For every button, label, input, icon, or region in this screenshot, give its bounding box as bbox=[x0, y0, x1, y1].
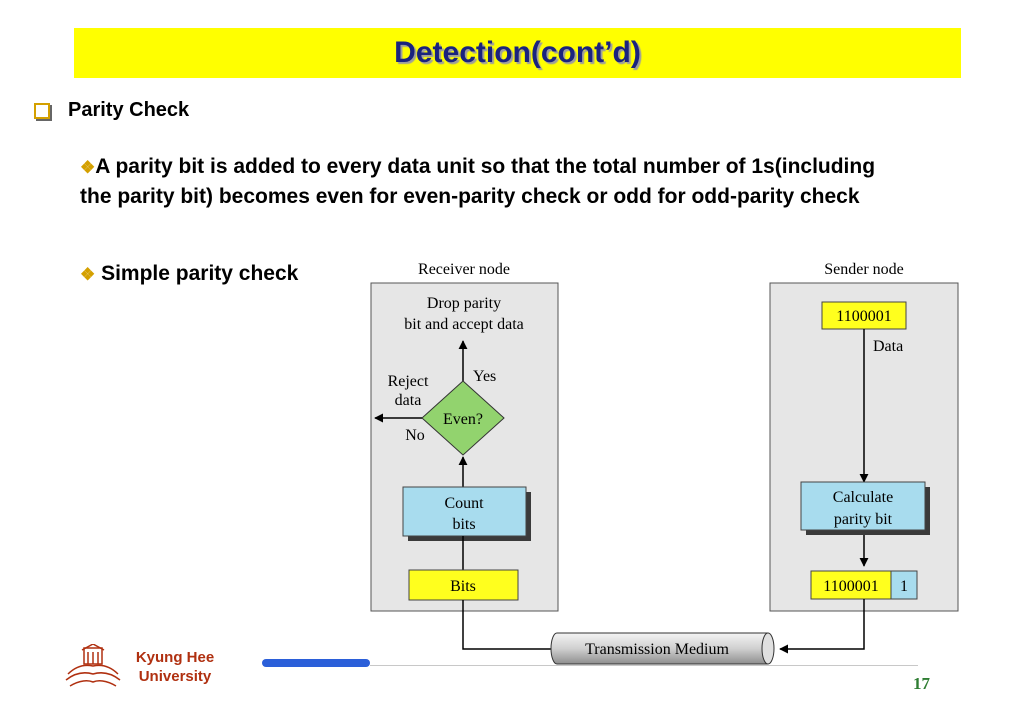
title-bar: Detection(cont’d) bbox=[74, 28, 961, 78]
medium-to-receiver-line bbox=[462, 600, 553, 650]
page-number: 17 bbox=[913, 674, 930, 693]
diamond-bullet-icon: ❖ bbox=[80, 158, 96, 177]
transmission-medium-pipe bbox=[550, 632, 769, 665]
output-data-box bbox=[810, 570, 892, 600]
sender-node-panel bbox=[769, 282, 959, 612]
reject-line2: data bbox=[395, 392, 422, 409]
diamond-bullet-icon: ❖ bbox=[80, 265, 96, 284]
university-name-line1: Kyung Hee bbox=[135, 649, 215, 666]
data-label: Data bbox=[873, 338, 903, 355]
drop-parity-line1: Drop parity bbox=[427, 295, 501, 312]
sub-bullet-text: A parity bit is added to every data unit… bbox=[80, 155, 876, 208]
sub-bullet-text: Simple parity check bbox=[101, 262, 299, 285]
receiver-node-panel bbox=[370, 282, 559, 612]
calc-parity-line1: Calculate bbox=[833, 489, 893, 506]
sub-bullet-simple-parity: ❖ Simple parity check bbox=[80, 262, 298, 286]
no-label: No bbox=[405, 427, 425, 444]
university-logo-icon bbox=[65, 644, 121, 687]
data-value-box bbox=[821, 301, 907, 330]
drop-parity-line2: bit and accept data bbox=[404, 316, 524, 333]
calc-parity-shadow bbox=[806, 487, 930, 535]
data-value: 1100001 bbox=[836, 308, 891, 325]
calc-parity-box bbox=[800, 481, 926, 531]
count-bits-shadow bbox=[408, 492, 531, 541]
reject-line1: Reject bbox=[388, 373, 429, 390]
output-parity-box bbox=[890, 570, 918, 600]
main-bullet: Parity Check bbox=[34, 99, 189, 122]
footer-divider bbox=[370, 665, 918, 666]
sub-bullet-parity-description: ❖A parity bit is added to every data uni… bbox=[80, 152, 900, 211]
count-bits-box bbox=[402, 486, 527, 537]
transmission-medium-end bbox=[761, 632, 775, 665]
slide-title: Detection(cont’d) bbox=[394, 36, 641, 69]
count-bits-line2: bits bbox=[452, 516, 475, 533]
output-parity-value: 1 bbox=[900, 578, 908, 595]
main-bullet-label: Parity Check bbox=[68, 99, 190, 121]
footer-accent-bar bbox=[262, 659, 370, 667]
even-decision-diamond bbox=[421, 380, 505, 456]
even-decision-label: Even? bbox=[443, 411, 483, 428]
sender-to-medium-line bbox=[779, 599, 865, 654]
receiver-node-title: Receiver node bbox=[418, 261, 510, 278]
sender-node-title: Sender node bbox=[824, 261, 904, 278]
university-name-line2: University bbox=[138, 668, 212, 685]
count-bits-line1: Count bbox=[444, 495, 484, 512]
calc-parity-line2: parity bit bbox=[834, 511, 893, 528]
square-bullet-icon bbox=[34, 102, 50, 119]
output-data-value: 1100001 bbox=[823, 578, 878, 595]
bits-label: Bits bbox=[450, 578, 476, 595]
bits-box bbox=[408, 569, 519, 601]
university-name: Kyung Hee University bbox=[120, 648, 230, 686]
transmission-medium-label: Transmission Medium bbox=[585, 641, 729, 658]
yes-label: Yes bbox=[473, 368, 496, 385]
